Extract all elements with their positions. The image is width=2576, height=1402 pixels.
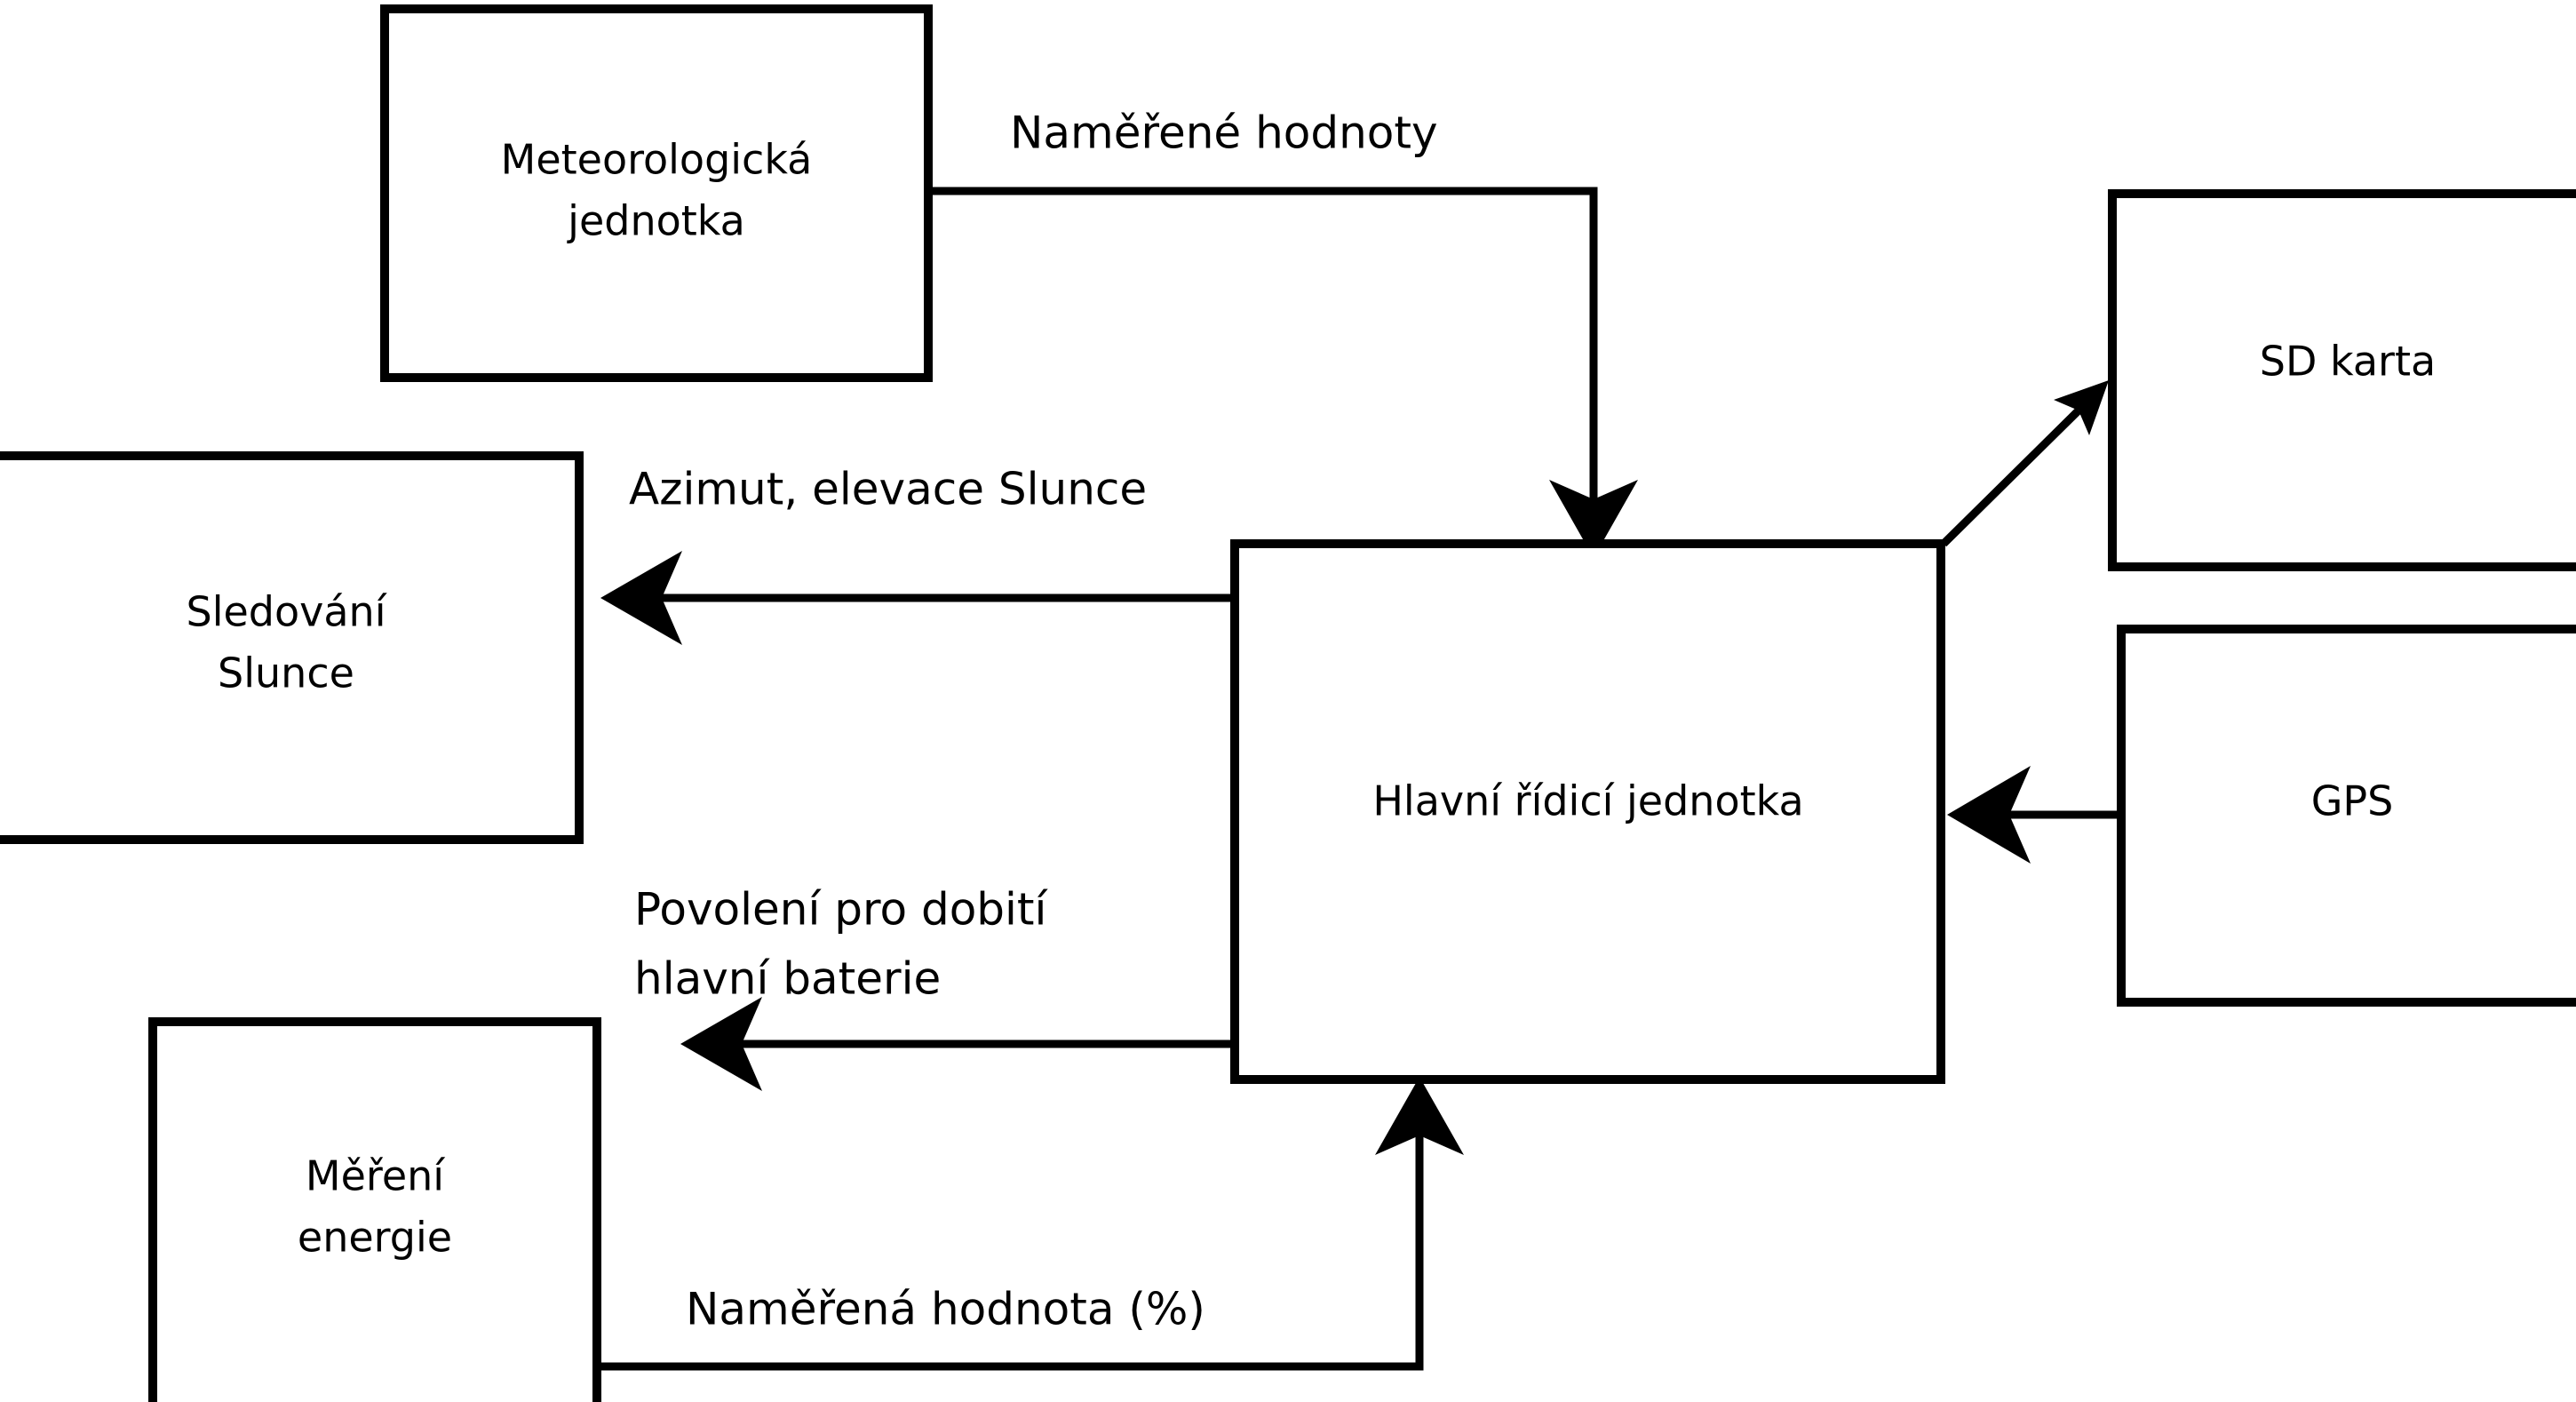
node-mereni-energie-box[interactable] <box>148 1017 601 1402</box>
arrowhead-diagonal-icon <box>2054 380 2109 435</box>
edge-label-povoleni-pro-dobiti-line1: Povolení pro dobití <box>634 884 1049 936</box>
node-hlavni-ridici-jednotka-label-line1: Hlavní řídicí jednotka <box>1372 777 1803 825</box>
node-sledovani-slunce-box[interactable] <box>0 451 584 844</box>
arrowhead-left-icon <box>680 997 762 1091</box>
node-mereni-energie-label-line2: energie <box>298 1214 452 1262</box>
edge-main-to-sd-line <box>1940 407 2082 547</box>
edge-main-to-energy <box>680 997 1230 1091</box>
edge-meteo-to-main-line <box>933 187 1598 533</box>
edge-label-namerene-hodnoty: Naměřené hodnoty <box>1010 108 1438 159</box>
node-mereni-energie[interactable]: Měření energie <box>148 1017 601 1402</box>
edge-label-povoleni-pro-dobiti-line2: hlavní baterie <box>634 953 941 1005</box>
node-sledovani-slunce-label-line1: Sledování <box>187 588 387 636</box>
node-meteorologicka-jednotka-box[interactable] <box>380 4 933 382</box>
node-sd-karta-box[interactable] <box>2108 189 2576 571</box>
edge-main-to-sd <box>1940 380 2109 547</box>
edge-gps-to-main <box>1947 766 2121 864</box>
arrowhead-up-icon <box>1375 1077 1464 1155</box>
node-meteorologicka-jednotka-label-line2: jednotka <box>567 197 745 245</box>
node-mereni-energie-label-line1: Měření <box>306 1152 445 1200</box>
node-meteorologicka-jednotka[interactable]: Meteorologická jednotka <box>380 4 933 382</box>
edge-meteo-to-main <box>933 187 1638 558</box>
node-gps[interactable]: GPS <box>2117 625 2576 1007</box>
node-hlavni-ridici-jednotka[interactable]: Hlavní řídicí jednotka <box>1230 539 1945 1084</box>
arrowhead-down-icon <box>1549 480 1638 558</box>
node-sledovani-slunce-label-line2: Slunce <box>218 649 354 697</box>
arrowhead-left-icon <box>600 551 682 645</box>
edge-label-namerena-hodnota-procenta: Naměřená hodnota (%) <box>686 1284 1205 1335</box>
edge-energy-to-main-line <box>600 1111 1424 1371</box>
node-gps-box[interactable] <box>2117 625 2576 1007</box>
node-gps-label: GPS <box>2311 777 2394 825</box>
arrowhead-left-icon <box>1947 766 2031 864</box>
edge-energy-to-main <box>600 1077 1464 1371</box>
node-sledovani-slunce[interactable]: Sledování Slunce <box>0 451 584 844</box>
edge-main-to-sun <box>600 551 1230 645</box>
edge-label-azimut-elevace-slunce: Azimut, elevace Slunce <box>629 464 1147 515</box>
node-meteorologicka-jednotka-label-line1: Meteorologická <box>501 136 813 184</box>
node-sd-karta[interactable]: SD karta <box>2108 189 2576 571</box>
node-hlavni-ridici-jednotka-box[interactable] <box>1230 539 1945 1084</box>
node-sd-karta-label: SD karta <box>2260 338 2436 386</box>
